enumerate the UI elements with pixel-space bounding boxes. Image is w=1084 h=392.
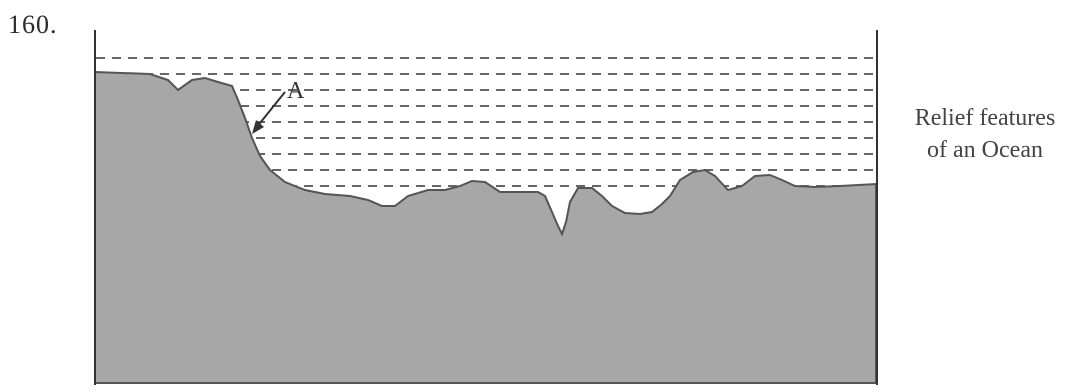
pointer-arrow-a — [252, 91, 286, 134]
question-number: 160. — [8, 10, 58, 39]
caption-line-2: of an Ocean — [927, 137, 1043, 163]
diagram-caption: Relief features of an Ocean — [900, 102, 1070, 166]
ocean-floor-profile — [94, 70, 877, 384]
pointer-label-a: A — [287, 78, 305, 104]
caption-line-1: Relief features — [914, 105, 1056, 131]
